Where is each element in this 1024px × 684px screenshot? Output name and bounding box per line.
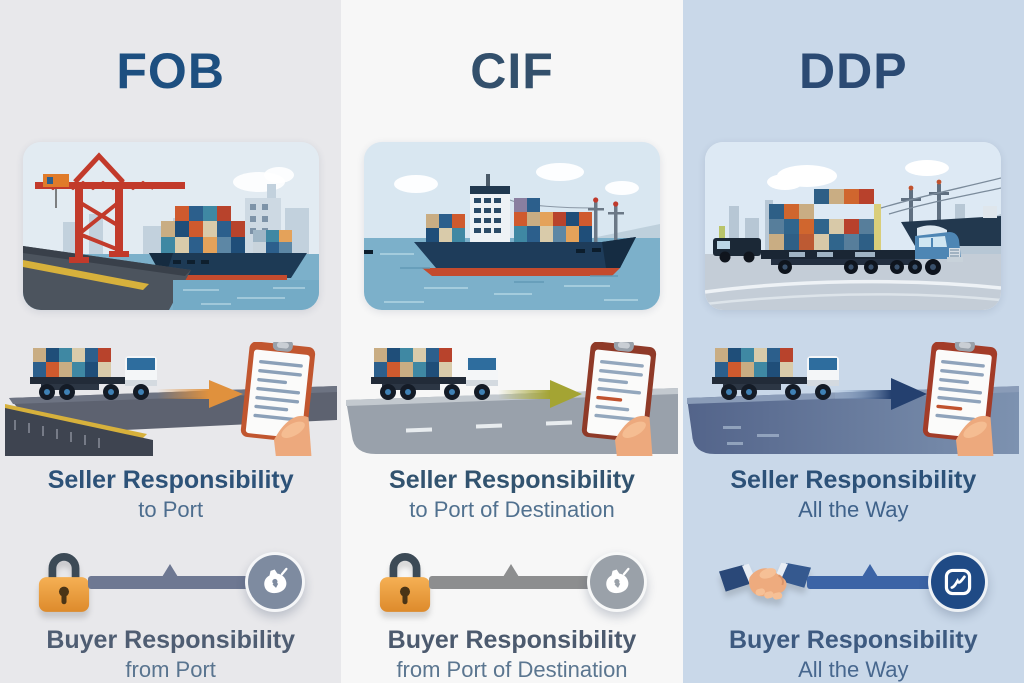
buyer-responsibility-title: Buyer Responsibility <box>387 626 637 654</box>
seller-responsibility-scope: to Port <box>138 497 204 522</box>
buyer-responsibility-scope: from Port of Destination <box>396 657 628 682</box>
small-truck <box>713 238 762 263</box>
seller-responsibility-title: Seller Responsibility <box>47 466 294 494</box>
container-truck <box>761 189 964 275</box>
clipboard <box>240 338 315 462</box>
seller-responsibility-title: Seller Responsibility <box>389 466 635 494</box>
ramp <box>4 408 153 456</box>
buyer-responsibility-block: Buyer Responsibility All the Way <box>729 626 978 684</box>
padlock-icon <box>380 553 431 612</box>
seller-responsibility-scope: to Port of Destination <box>409 497 615 522</box>
main-illustration-card <box>22 142 319 310</box>
transfer-arrow <box>497 380 582 408</box>
truck-arrow-clipboard-scene <box>4 338 337 462</box>
container-truck-at-port-illustration <box>705 142 1002 310</box>
buyer-responsibility-scope: All the Way <box>798 657 909 682</box>
cargo-truck <box>29 348 157 400</box>
buyer-responsibility-title: Buyer Responsibility <box>728 626 978 654</box>
timeline-midpoint-marker <box>161 563 178 577</box>
transfer-arrow <box>156 380 243 408</box>
port-crane <box>34 152 185 263</box>
port-crane-ship-illustration <box>22 142 319 310</box>
seller-responsibility-scope: All the Way <box>798 497 909 522</box>
truck-arrow-clipboard-scene <box>687 338 1020 462</box>
buyer-responsibility-scope: from Port <box>125 657 216 682</box>
timeline-bar <box>88 563 252 589</box>
responsibility-timeline <box>341 546 682 618</box>
buyer-responsibility-block: Buyer Responsibility from Port <box>46 626 295 684</box>
main-illustration-card <box>705 142 1002 310</box>
handover-illustration <box>4 338 337 462</box>
container-ship <box>363 174 636 276</box>
seller-responsibility-title: Seller Responsibility <box>730 466 977 494</box>
panel-fob: FOB <box>0 0 342 684</box>
transfer-arrow <box>835 378 928 410</box>
buyer-responsibility-title: Buyer Responsibility <box>46 626 295 654</box>
timeline-midpoint-marker <box>502 563 519 577</box>
money-bag-icon <box>245 552 306 612</box>
timeline-bar <box>806 563 934 589</box>
clipboard <box>923 338 998 462</box>
responsibility-timeline <box>0 546 341 618</box>
cargo-truck <box>370 348 498 400</box>
timeline-midpoint-marker <box>862 563 879 577</box>
incoterm-title-ddp: DDP <box>799 43 908 99</box>
harbor-poles <box>881 177 1002 236</box>
handshake-icon <box>718 562 811 600</box>
seller-responsibility-block: Seller Responsibility to Port <box>48 466 294 524</box>
main-illustration-card <box>363 142 660 310</box>
buyer-responsibility-block: Buyer Responsibility from Port of Destin… <box>388 626 637 684</box>
container-ship-at-sea-illustration <box>363 142 660 310</box>
seller-responsibility-block: Seller Responsibility to Port of Destina… <box>389 466 635 524</box>
money-bag-icon <box>586 552 647 612</box>
cargo-truck <box>712 348 840 400</box>
handover-illustration <box>687 338 1020 462</box>
handover-illustration <box>345 338 678 462</box>
panel-cif: CIF <box>341 0 683 684</box>
panel-ddp: DDP <box>682 0 1024 684</box>
padlock-icon <box>38 553 90 612</box>
trend-chart-icon <box>927 552 988 612</box>
timeline-bar <box>429 563 593 589</box>
incoterm-title-cif: CIF <box>470 43 554 99</box>
truck-arrow-clipboard-scene <box>345 338 678 462</box>
clipboard <box>581 338 657 462</box>
pier <box>22 246 191 310</box>
incoterm-title-fob: FOB <box>116 43 225 99</box>
responsibility-timeline <box>683 546 1024 618</box>
seller-responsibility-block: Seller Responsibility All the Way <box>730 466 976 524</box>
container-ship <box>148 206 307 280</box>
